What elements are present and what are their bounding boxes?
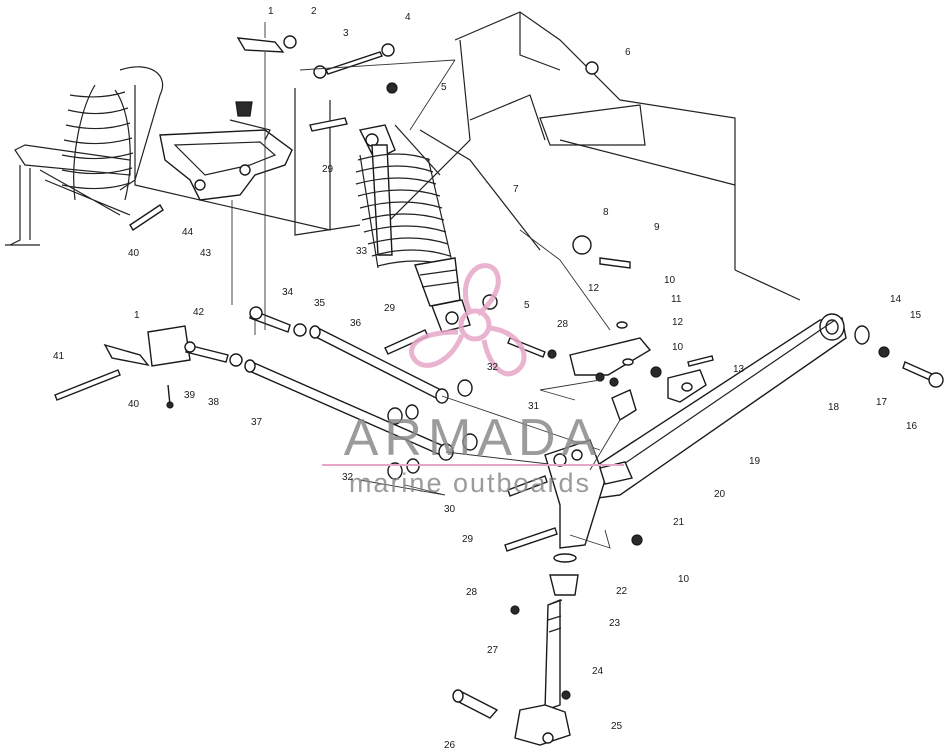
callout-35: 35 [314, 298, 326, 309]
upper-mount-bracket [159, 101, 293, 201]
callout-37: 37 [251, 417, 263, 428]
callout-7: 7 [513, 184, 519, 195]
callout-42: 42 [193, 307, 205, 318]
line-art [5, 11, 944, 746]
callout-40: 40 [128, 399, 140, 410]
callout-30: 30 [444, 504, 456, 515]
callout-18: 18 [828, 402, 840, 413]
callout-5: 5 [441, 82, 447, 93]
callout-44: 44 [182, 227, 194, 238]
callout-41: 41 [53, 351, 65, 362]
callout-38: 38 [208, 397, 220, 408]
callout-26: 26 [444, 740, 456, 751]
watermark-brand: ARMADA [344, 409, 602, 467]
callout-23: 23 [609, 618, 621, 629]
brackets [569, 337, 707, 471]
callout-11: 11 [671, 294, 682, 305]
callout-31: 31 [528, 401, 540, 412]
bushings [387, 379, 478, 480]
callout-33: 33 [356, 246, 368, 257]
callout-28: 28 [557, 319, 569, 330]
callout-4: 4 [405, 12, 411, 23]
arm-tubes [244, 325, 601, 471]
callout-14: 14 [890, 294, 902, 305]
spindle-assembly [452, 439, 633, 746]
callout-29: 29 [384, 303, 396, 314]
callout-20: 20 [714, 489, 726, 500]
callout-10: 10 [672, 342, 684, 353]
callout-12: 12 [672, 317, 684, 328]
callout-8: 8 [603, 207, 609, 218]
callout-9: 9 [654, 222, 660, 233]
callout-28: 28 [466, 587, 478, 598]
callout-25: 25 [611, 721, 623, 732]
callout-10: 10 [664, 275, 676, 286]
watermark-tagline: marine outboards [349, 468, 591, 498]
callout-2: 2 [311, 6, 317, 17]
callout-40: 40 [128, 248, 140, 259]
callout-22: 22 [616, 586, 628, 597]
callout-1: 1 [268, 6, 274, 17]
callout-43: 43 [200, 248, 212, 259]
propeller-logo-mark [409, 263, 527, 377]
callout-3: 3 [343, 28, 349, 39]
part-callouts: 1 2 3 4 5 6 29 7 8 9 40 44 43 33 10 12 1… [53, 6, 922, 751]
callout-29: 29 [322, 164, 334, 175]
callout-32: 32 [487, 362, 499, 373]
callout-16: 16 [906, 421, 918, 432]
callout-12: 12 [588, 283, 600, 294]
callout-6: 6 [625, 47, 631, 58]
callout-24: 24 [592, 666, 604, 677]
shock-absorber [355, 124, 471, 333]
left-ghost-shock [5, 66, 164, 246]
callout-19: 19 [749, 456, 761, 467]
callout-15: 15 [910, 310, 922, 321]
watermark: ARMADA marine outboards [322, 409, 624, 498]
callout-21: 21 [673, 517, 685, 528]
callout-5: 5 [524, 300, 530, 311]
callout-1: 1 [134, 310, 140, 321]
callout-29: 29 [462, 534, 474, 545]
callout-10: 10 [678, 574, 690, 585]
callout-34: 34 [282, 287, 294, 298]
callout-27: 27 [487, 645, 499, 656]
callout-13: 13 [733, 364, 745, 375]
callout-17: 17 [876, 397, 888, 408]
callout-36: 36 [350, 318, 362, 329]
callout-39: 39 [184, 390, 196, 401]
callout-32: 32 [342, 472, 354, 483]
